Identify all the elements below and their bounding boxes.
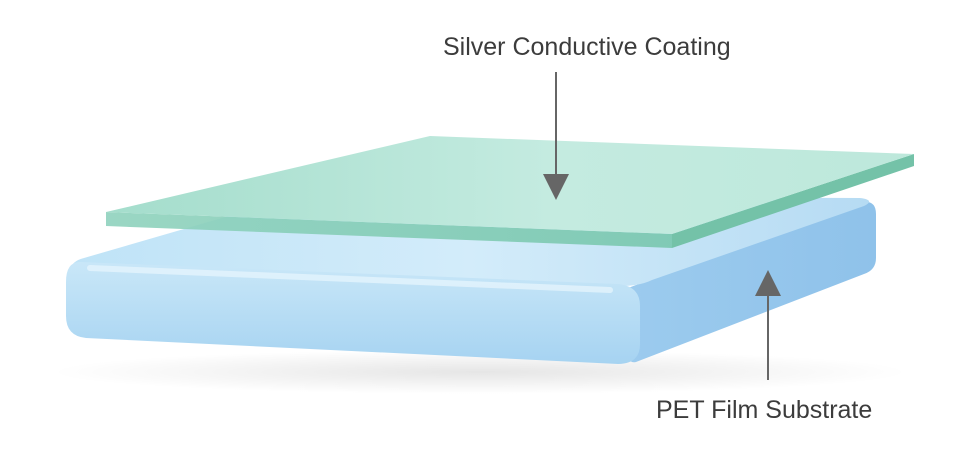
silver-conductive-coating bbox=[106, 136, 914, 248]
coating-front-edge bbox=[106, 212, 672, 248]
floor-shadow bbox=[50, 350, 910, 394]
coating-label: Silver Conductive Coating bbox=[443, 33, 731, 61]
coating-top-face bbox=[106, 136, 914, 234]
substrate-label: PET Film Substrate bbox=[656, 396, 873, 424]
substrate-side-face bbox=[628, 201, 876, 363]
coating-side-edge bbox=[672, 154, 914, 248]
substrate-highlight bbox=[87, 265, 613, 293]
coating-arrow bbox=[543, 72, 569, 200]
substrate-arrow bbox=[755, 270, 781, 380]
